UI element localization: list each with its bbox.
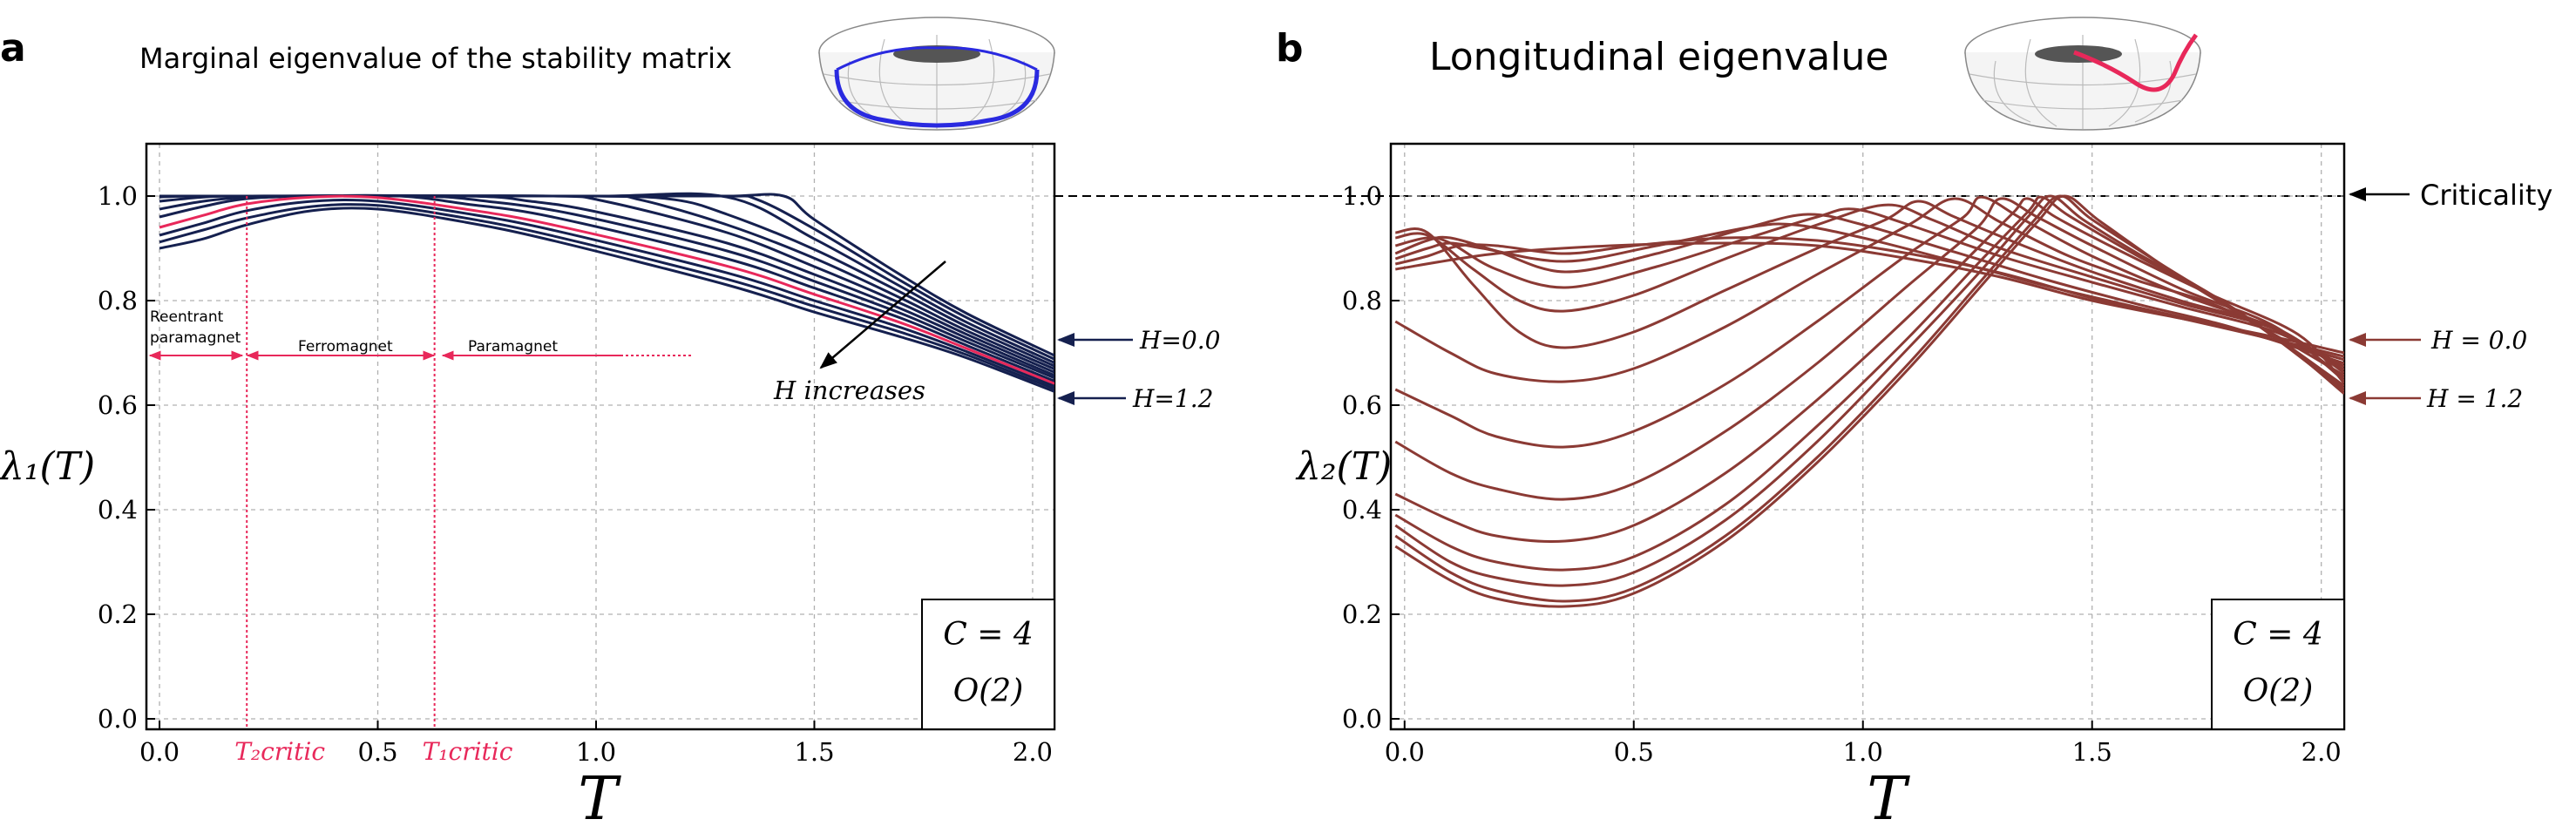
h-increases-arrow [819,261,946,369]
panel-b: b Longitudinal eigenvalue 0.0 0.5 1.0 1.5 2.… [1276,17,2552,826]
panel-b-legend-line1: C = 4 [2233,617,2323,653]
panel-b-ylabel: λ₂(T) [1295,444,1392,489]
series-line-H0.7 [1394,197,2344,383]
panel-b-legend-box [2211,599,2345,730]
series-line-H1.4 [1394,194,2344,608]
series-line-H0.8 [1394,195,2344,449]
h-increases-label: H increases [773,376,925,405]
reentrant-label-1: Reentrant [150,308,224,326]
panel-b-xlabel: T [1867,765,1910,826]
series-line-H1.1 [1394,195,2344,572]
panel-a-legend-box [921,599,1055,730]
panel-b-heading: Longitudinal eigenvalue [1429,35,1888,79]
criticality-label: Criticality [2420,179,2552,212]
series-line-H1 [1394,197,2344,544]
panel-a-heading: Marginal eigenvalue of the stability mat… [139,42,732,75]
panel-a-ticks: 0.0 0.5 1.0 1.5 2.0 0.0 0.2 0.4 0.6 0.8 1.0 [98,181,1053,767]
panel-b-plot-frame [1389,142,2346,731]
x-tick-label: 1.0 [1843,737,1883,767]
panel-a-legend-line2: O(2) [953,674,1024,709]
y-tick-label: 0.8 [1342,286,1382,315]
series-line-H1 [159,198,1054,388]
series-line-H1.1 [159,203,1054,390]
panel-b-ticks: 0.0 0.5 1.0 1.5 2.0 0.0 0.2 0.4 0.6 0.8 1.0 [1342,181,2342,767]
mexican-hat-icon [818,17,1055,131]
y-tick-label: 0.6 [98,390,138,420]
x-tick-label: 0.0 [1385,737,1425,767]
series-line-H1.2 [159,206,1054,393]
y-tick-label: 1.0 [1342,181,1382,211]
series-line-H0.8 [159,193,1054,383]
series-line-H0.6 [1395,200,2344,375]
y-tick-label: 0.4 [98,495,138,525]
panel-a-legend-line1: C = 4 [943,617,1034,653]
panel-a-xlabel: T [578,765,621,826]
x-tick-label: 2.0 [1013,737,1053,767]
y-tick-label: 0.0 [98,704,138,734]
panel-b-grid [1391,144,2344,729]
h-low-label-b: H = 0.0 [2430,326,2527,355]
h-high-label-b: H = 1.2 [2426,384,2523,413]
mexican-hat-icon-b [1964,17,2201,131]
panel-a-plot-frame [145,142,1056,731]
t2-critic-label: T₂critic [234,737,325,766]
panel-a-ylabel: λ₁(T) [0,444,95,489]
y-tick-label: 0.4 [1342,495,1382,525]
series-line-H0.3 [1394,213,2344,365]
x-tick-label: 1.0 [576,737,616,767]
t1-critic-label: T₁critic [423,737,513,766]
series-line-H0.5 [1394,203,2344,371]
panel-a-grid [146,144,1054,729]
panel-b-legend-line2: O(2) [2243,674,2314,709]
y-tick-label: 0.6 [1342,390,1382,420]
x-tick-label: 0.0 [139,737,180,767]
panel-a: a Marginal eigenvalue of the stability m… [0,17,1220,826]
h-low-label: H=0.0 [1139,326,1220,355]
panel-label-a: a [0,26,26,71]
ferromagnet-label: Ferromagnet [298,338,393,355]
x-tick-label: 1.5 [794,737,834,767]
x-tick-label: 0.5 [1614,737,1654,767]
y-tick-label: 1.0 [98,181,138,211]
series-line-H0.7 [159,194,1054,380]
panel-a-curves [159,192,1054,393]
series-line-H0.9 [159,194,1054,385]
x-tick-label: 2.0 [2301,737,2342,767]
panel-label-b: b [1276,26,1304,71]
x-tick-label: 1.5 [2072,737,2112,767]
y-tick-label: 0.2 [1342,599,1382,629]
panel-b-curves [1394,194,2344,608]
series-line-H0.4 [1394,207,2344,368]
h-high-label: H=1.2 [1132,384,1213,413]
series-line-H1.2 [1394,194,2344,587]
y-tick-label: 0.0 [1342,704,1382,734]
x-tick-label: 0.5 [357,737,397,767]
reentrant-label-2: paramagnet [150,329,241,347]
y-tick-label: 0.2 [98,599,138,629]
paramagnet-label: Paramagnet [468,338,558,355]
y-tick-label: 0.8 [98,286,138,315]
series-line-H0.9 [1394,197,2344,501]
